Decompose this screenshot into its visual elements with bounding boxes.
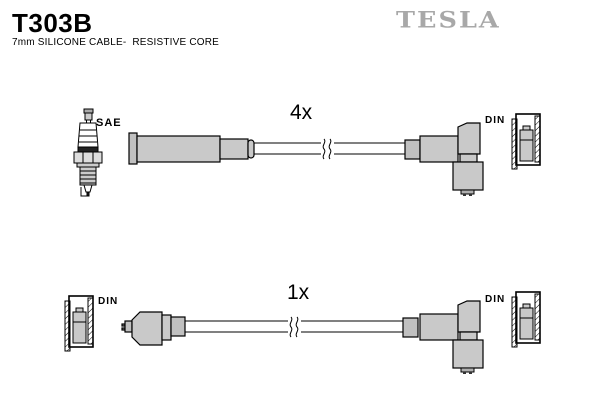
angled-boot-icon-row2 [419, 300, 484, 375]
din-label-bottom-left: DIN [98, 296, 119, 307]
product-code: T303B [12, 8, 93, 38]
din-terminal-icon-bottom-right [511, 291, 541, 348]
sae-boot-icon [128, 132, 255, 165]
din-label-bottom-right: DIN [485, 294, 506, 305]
din-terminal-icon-top-right [511, 113, 541, 170]
tesla-logo: TESLA [396, 7, 501, 34]
cable-assembly-row1 [73, 108, 541, 197]
din-terminal-icon-bottom-left [64, 295, 94, 352]
product-subtitle: 7mm SILICONE CABLE- RESISTIVE CORE [12, 37, 220, 48]
straight-boot-icon-row2 [121, 311, 186, 346]
spark-plug-icon [73, 108, 103, 197]
sae-label: SAE [96, 117, 122, 129]
cable-break-icon-row1 [320, 138, 335, 160]
cable-break-icon-row2 [287, 316, 302, 338]
din-label-top-right: DIN [485, 115, 506, 126]
quantity-label-row2: 1x [287, 281, 310, 304]
ferrule-row1 [404, 139, 421, 160]
angled-boot-icon-row1 [419, 122, 484, 197]
ferrule-row2 [402, 317, 419, 338]
cable-assembly-row2 [64, 291, 541, 375]
quantity-label-row1: 4x [290, 101, 313, 124]
